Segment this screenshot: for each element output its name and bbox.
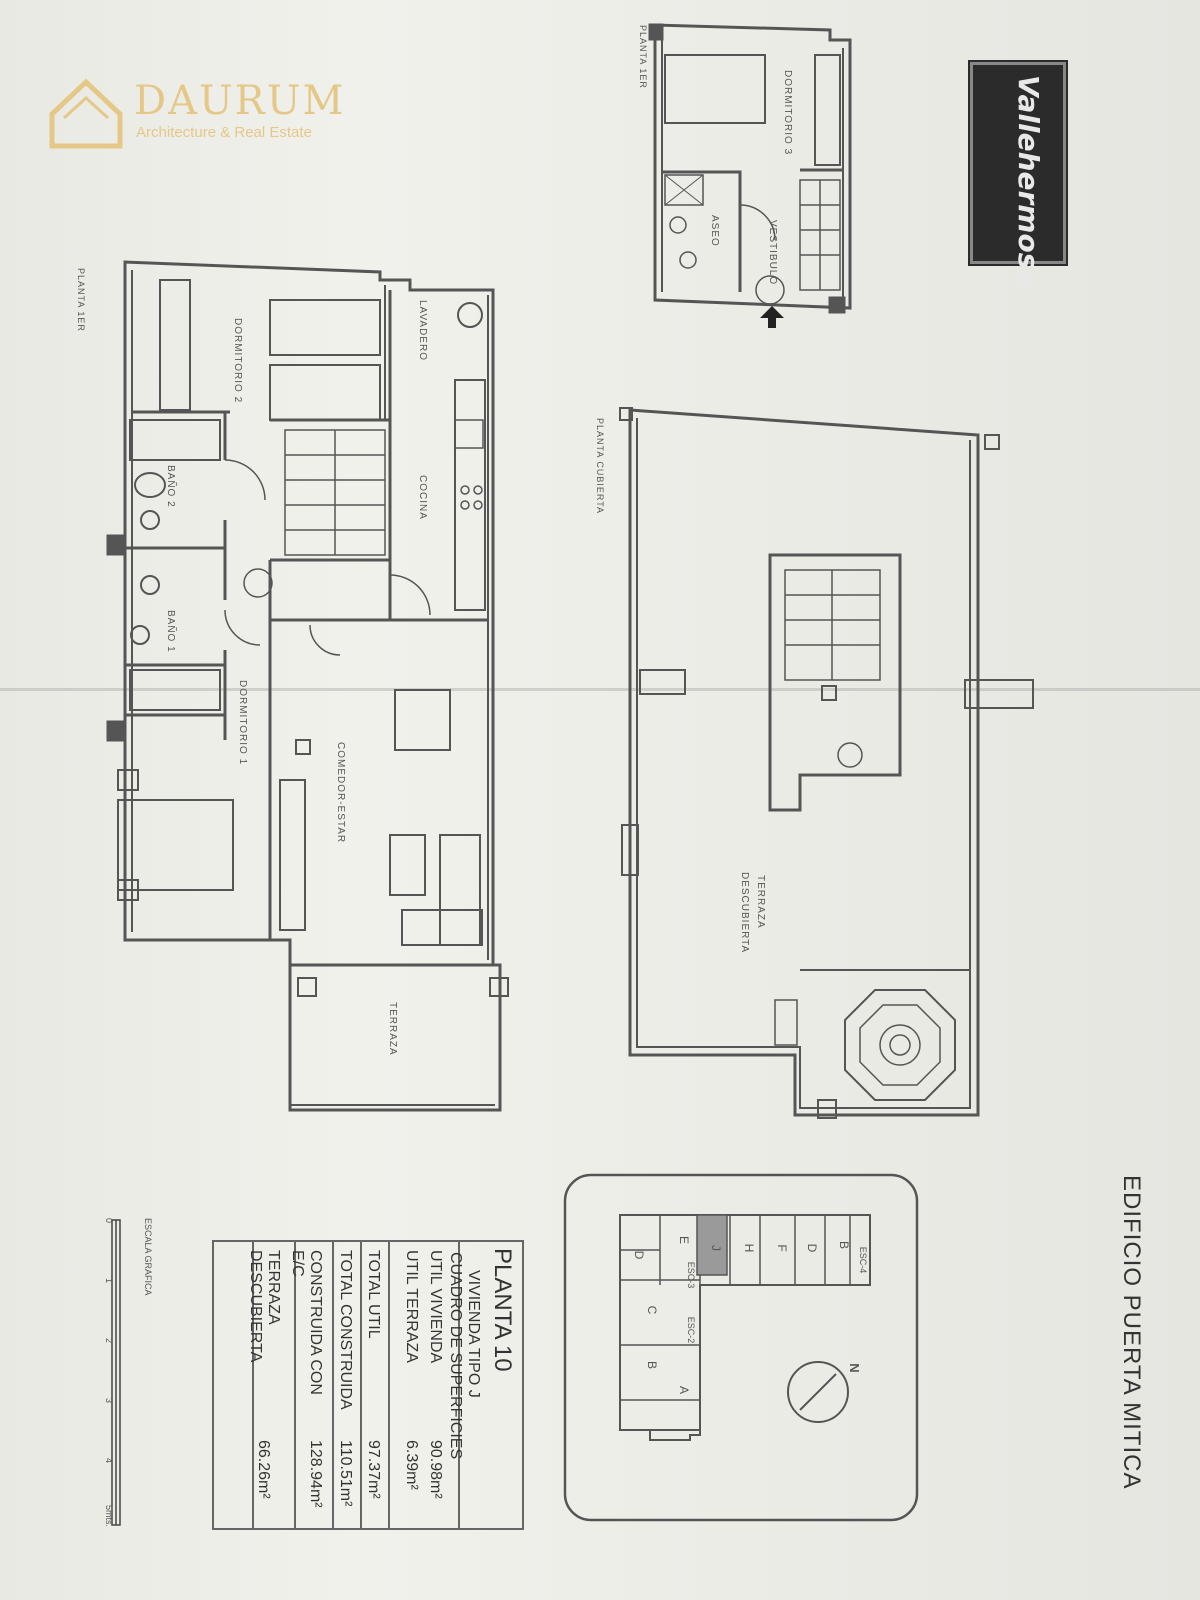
building-name: EDIFICIO PUERTA MITICA xyxy=(1118,1175,1145,1490)
scale-tick-5: 5mts. xyxy=(104,1505,114,1527)
key-unit-b: B xyxy=(837,1241,851,1249)
key-unit-a: A xyxy=(677,1386,691,1394)
row-util-terraza-label: UTIL TERRAZA xyxy=(403,1250,420,1363)
row-total-construida-label: TOTAL CONSTRUIDA xyxy=(337,1250,354,1410)
row-construida-ec-label: CONSTRUIDA CON E/C xyxy=(289,1250,324,1395)
scale-tick-4: 4 xyxy=(104,1458,114,1463)
room-terraza: TERRAZA xyxy=(387,1002,398,1056)
room-bano-1: BAÑO 1 xyxy=(165,610,178,653)
key-unit-f: F xyxy=(775,1244,789,1251)
key-stair-2: ESC-2 xyxy=(686,1317,696,1344)
logo-name: DAURUM xyxy=(134,78,346,124)
row-terraza-descubierta-value: 66.26m² xyxy=(255,1440,272,1499)
scale-tick-3: 3 xyxy=(104,1398,114,1403)
scale-tick-2: 2 xyxy=(104,1338,114,1343)
house-logo-icon xyxy=(49,78,123,149)
key-unit-d-lower: D xyxy=(632,1251,646,1260)
row-util-vivienda-label: UTIL VIVIENDA xyxy=(427,1250,444,1364)
scale-title: ESCALA GRAFICA xyxy=(143,1218,153,1296)
roof-outline xyxy=(628,408,980,1117)
key-unit-c: C xyxy=(645,1306,659,1315)
scale-tick-1: 1 xyxy=(104,1278,114,1283)
table-subtitle-1: VIVIENDA TIPO J xyxy=(465,1270,482,1398)
jacuzzi xyxy=(844,989,956,1101)
row-util-vivienda-value: 90.98m² xyxy=(427,1440,444,1499)
key-unit-j: J xyxy=(709,1245,723,1251)
logo-tagline: Architecture & Real Estate xyxy=(136,124,312,141)
room-comedor-estar: COMEDOR-ESTAR xyxy=(335,742,346,843)
key-stair-4: ESC-4 xyxy=(858,1247,868,1274)
row-total-util-value: 97.37m² xyxy=(365,1440,382,1499)
brand-badge: Vallehermoso xyxy=(970,62,1066,289)
row-total-util-label: TOTAL UTIL xyxy=(365,1250,382,1339)
key-stair-3: ESC-3 xyxy=(686,1262,696,1289)
key-unit-b-lower: B xyxy=(645,1361,659,1369)
table-title: PLANTA 10 xyxy=(489,1248,516,1372)
daurum-logo: DAURUM Architecture & Real Estate xyxy=(46,72,346,152)
room-aseo: ASEO xyxy=(709,215,720,247)
room-lavadero: LAVADERO xyxy=(417,300,428,361)
row-total-construida-value: 110.51m² xyxy=(337,1440,354,1507)
room-cocina: COCINA xyxy=(417,475,428,520)
room-vestibulo: VESTIBULO xyxy=(767,220,778,285)
room-dormitorio-1: DORMITORIO 1 xyxy=(237,680,248,765)
key-unit-d: D xyxy=(805,1244,819,1253)
upper-floor-outline xyxy=(653,23,852,310)
plan-label-planta-baja: PLANTA 1ER xyxy=(76,268,86,332)
plan-label-planta-alta: PLANTA 1ER xyxy=(638,25,648,89)
row-construida-ec-value: 128.94m² xyxy=(307,1440,324,1508)
room-terraza-descubierta-2: DESCUBIERTA xyxy=(739,872,750,953)
room-bano-2: BAÑO 2 xyxy=(165,465,178,508)
key-plan-frame xyxy=(563,1173,919,1522)
room-dormitorio-3: DORMITORIO 3 xyxy=(782,70,793,155)
entrance-arrow-icon xyxy=(760,306,784,328)
main-floor-outline xyxy=(123,260,502,1112)
room-dormitorio-2: DORMITORIO 2 xyxy=(232,318,243,403)
key-unit-e: E xyxy=(677,1236,691,1244)
table-subtitle-2: CUADRO DE SUPERFICIES xyxy=(447,1252,464,1460)
plan-label-planta-cubierta: PLANTA CUBIERTA xyxy=(595,418,605,514)
key-unit-h: H xyxy=(742,1244,756,1253)
row-util-terraza-value: 6.39m² xyxy=(403,1440,420,1490)
scale-bar xyxy=(111,1219,121,1526)
room-terraza-descubierta-1: TERRAZA xyxy=(755,875,766,929)
north-label: N xyxy=(847,1363,862,1372)
row-terraza-descubierta-label: TERRAZA DESCUBIERTA xyxy=(247,1250,282,1363)
scale-tick-0: 0 xyxy=(104,1218,114,1223)
brand-name: Vallehermoso xyxy=(1012,75,1045,289)
paper-fold xyxy=(0,688,1200,691)
surfaces-table: PLANTA 10 VIVIENDA TIPO J CUADRO DE SUPE… xyxy=(212,1240,524,1530)
